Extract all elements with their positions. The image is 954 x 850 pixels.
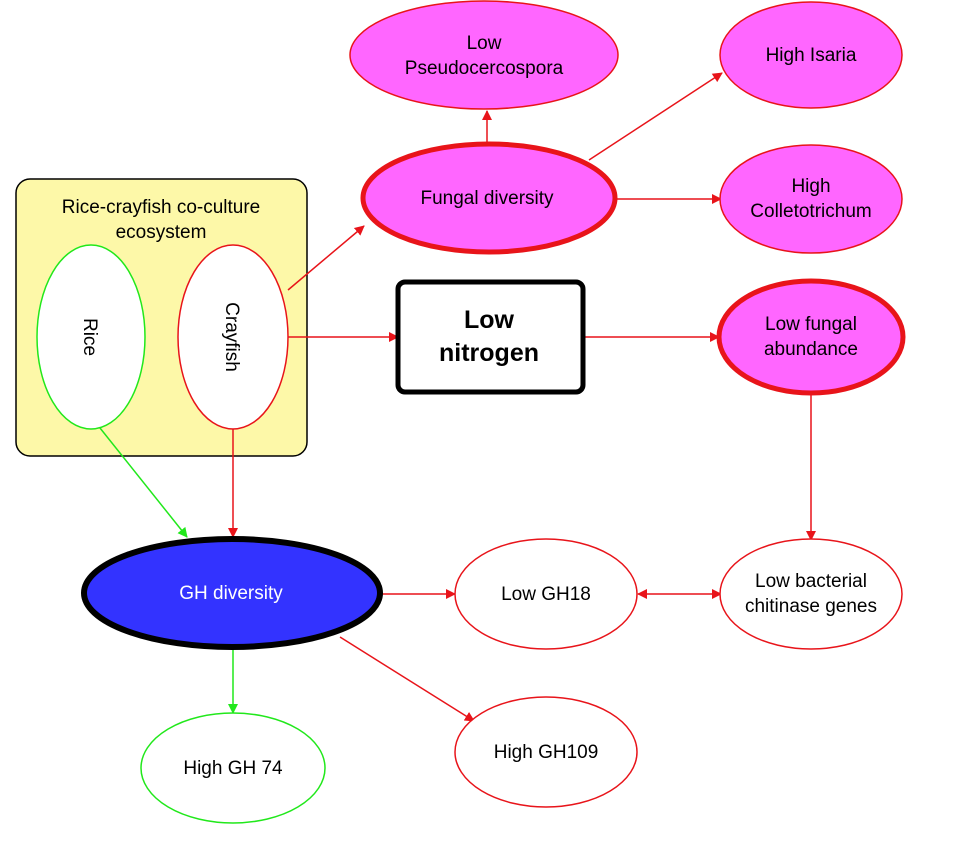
ecosystem-title-line1: Rice-crayfish co-culture: [62, 197, 261, 218]
low-nitrogen-line1: Low: [464, 306, 515, 334]
edge-crayfish-to-fungal-diversity: [287, 225, 365, 291]
low-nitrogen-line2: nitrogen: [439, 339, 539, 367]
ecosystem-title-line2: ecosystem: [116, 222, 207, 243]
node-high-colletotrichum: High Colletotrichum: [719, 144, 903, 254]
node-high-gh74: High GH 74: [140, 712, 326, 824]
edge-gh-diversity-to-gh109: [339, 636, 475, 722]
node-high-isaria: High Isaria: [719, 1, 903, 109]
low-pseudocercospora-line2: Pseudocercospora: [405, 58, 564, 79]
low-fungal-abundance-line1: Low fungal: [765, 314, 857, 335]
low-pseudocercospora-line1: Low: [467, 33, 502, 54]
node-high-gh109: High GH109: [454, 696, 638, 808]
low-gh18-label: Low GH18: [501, 584, 591, 605]
gh-diversity-label: GH diversity: [179, 583, 283, 604]
node-low-gh18: Low GH18: [454, 538, 638, 650]
node-low-fungal-abundance: Low fungal abundance: [716, 278, 906, 396]
high-gh74-label: High GH 74: [183, 758, 283, 779]
high-colletotrichum-line2: Colletotrichum: [750, 201, 871, 222]
node-low-pseudocercospora: Low Pseudocercospora: [349, 0, 619, 110]
edge-fungal-to-isaria: [588, 72, 723, 161]
rice-node: Rice: [36, 244, 146, 430]
rice-label: Rice: [79, 318, 100, 356]
edge-rice-to-gh-diversity: [99, 427, 188, 538]
crayfish-node: Crayfish: [177, 244, 289, 430]
node-fungal-diversity: Fungal diversity: [360, 141, 618, 255]
high-colletotrichum-line1: High: [791, 176, 830, 197]
edges: [99, 72, 816, 722]
high-gh109-label: High GH109: [494, 742, 599, 763]
low-fungal-abundance-line2: abundance: [764, 339, 858, 360]
fungal-diversity-label: Fungal diversity: [420, 188, 554, 209]
low-bacterial-chitinase-line2: chitinase genes: [745, 596, 877, 617]
node-gh-diversity: GH diversity: [81, 536, 383, 650]
crayfish-label: Crayfish: [221, 302, 242, 372]
node-low-nitrogen: Low nitrogen: [395, 279, 586, 395]
high-isaria-label: High Isaria: [766, 45, 857, 66]
low-bacterial-chitinase-line1: Low bacterial: [755, 571, 867, 592]
node-low-bacterial-chitinase: Low bacterial chitinase genes: [719, 538, 903, 650]
